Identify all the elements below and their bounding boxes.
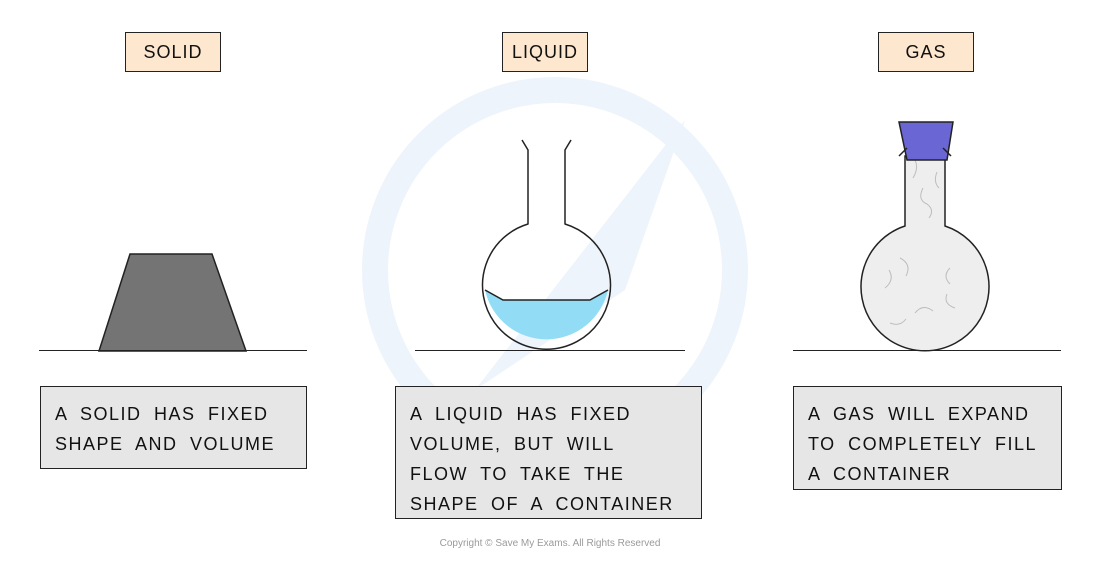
gas-ground-line (793, 350, 1061, 351)
gas-stopper (898, 121, 954, 161)
solid-ground-line (39, 350, 307, 351)
liquid-flask (481, 139, 612, 350)
gas-description: A GAS WILL EXPAND TO COMPLETELY FILL A C… (793, 386, 1062, 490)
solid-label: SOLID (125, 32, 221, 72)
solid-description: A SOLID HAS FIXED SHAPE AND VOLUME (40, 386, 307, 469)
liquid-description: A LIQUID HAS FIXED VOLUME, BUT WILL FLOW… (395, 386, 702, 519)
solid-block (97, 253, 248, 352)
gas-label: GAS (878, 32, 974, 72)
copyright-text: Copyright © Save My Exams. All Rights Re… (439, 538, 661, 549)
liquid-label: LIQUID (502, 32, 588, 72)
gas-flask (860, 121, 990, 352)
liquid-ground-line (415, 350, 685, 351)
